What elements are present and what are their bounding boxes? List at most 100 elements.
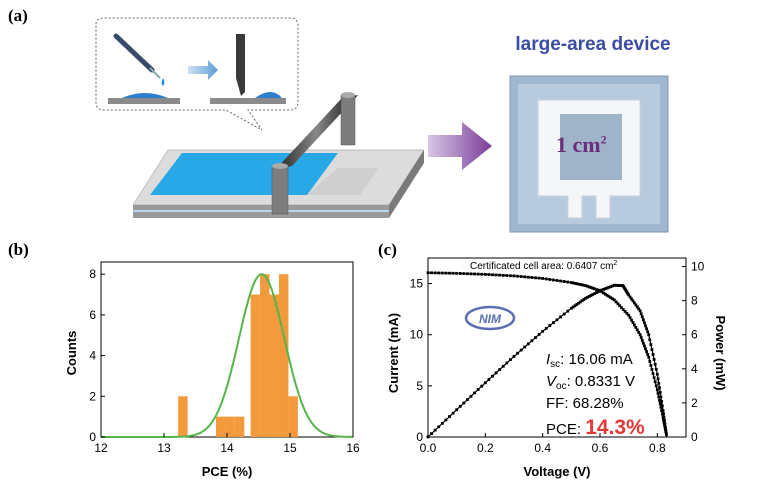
current-point	[635, 328, 639, 332]
current-point	[652, 376, 656, 380]
isc-stat: Isc: 16.06 mA	[546, 351, 633, 370]
power-point	[462, 401, 466, 405]
power-point	[593, 292, 597, 295]
current-point	[559, 279, 562, 283]
power-point	[440, 421, 444, 425]
power-point	[645, 327, 648, 331]
current-point	[466, 272, 469, 276]
histogram-bar	[260, 274, 270, 437]
power-point	[609, 285, 613, 289]
power-point	[662, 412, 665, 416]
power-point	[571, 305, 575, 309]
y-tick-label: 0	[89, 430, 96, 444]
current-point	[552, 278, 555, 282]
power-point	[652, 358, 656, 361]
current-point	[440, 271, 444, 275]
pce-value: 14.3%	[585, 416, 645, 439]
histogram-bar	[288, 396, 298, 437]
power-point	[448, 415, 451, 418]
power-point	[433, 428, 437, 432]
svg-text:NIM: NIM	[479, 312, 502, 326]
power-point	[662, 415, 666, 419]
x-tick-label: 0.0	[420, 441, 437, 455]
power-point	[605, 286, 609, 290]
current-point	[623, 310, 627, 313]
pce-stat: PCE: 14.3%	[546, 416, 645, 439]
power-point	[647, 333, 651, 337]
power-point	[603, 287, 607, 291]
current-point	[639, 336, 643, 339]
current-point	[534, 276, 537, 280]
power-point	[586, 295, 589, 299]
dropper-icon	[113, 33, 165, 86]
device-title: large-area device	[488, 34, 698, 56]
power-point	[458, 404, 462, 408]
current-point	[584, 284, 588, 288]
current-point	[451, 271, 455, 275]
current-point	[566, 280, 570, 284]
x-tick-label: 12	[94, 441, 108, 455]
power-point	[663, 418, 666, 422]
power-point	[587, 294, 591, 298]
current-point	[448, 271, 451, 275]
current-point	[530, 276, 534, 279]
hist-xlabel: PCE (%)	[202, 464, 253, 479]
power-point	[444, 418, 448, 422]
current-point	[653, 380, 657, 384]
power-point	[512, 354, 516, 358]
iv-plot-frame	[427, 257, 687, 438]
current-point	[621, 308, 625, 311]
power-point	[577, 301, 580, 305]
current-point	[602, 291, 605, 295]
current-point	[544, 277, 548, 281]
power-point	[591, 293, 595, 296]
current-point	[612, 298, 616, 302]
isc-label: I	[546, 351, 550, 368]
voc-sub: oc	[556, 381, 567, 392]
power-point	[596, 290, 600, 294]
current-point	[627, 313, 631, 317]
y-tick-label: 2	[89, 389, 96, 403]
power-point	[637, 307, 641, 311]
current-point	[483, 272, 487, 276]
power-point	[466, 398, 469, 402]
histogram-bar	[234, 416, 245, 437]
current-point	[509, 274, 512, 278]
current-point	[646, 353, 650, 356]
panel-a-schematic	[95, 17, 669, 233]
power-point	[555, 318, 559, 322]
power-point	[602, 287, 605, 291]
x-tick-label: 0.2	[477, 441, 494, 455]
process-arrow-icon	[188, 60, 218, 80]
current-point	[555, 279, 559, 282]
power-point	[640, 315, 644, 319]
current-point	[631, 321, 635, 324]
power-point	[526, 342, 530, 346]
power-point	[664, 425, 667, 429]
current-point	[658, 402, 662, 406]
current-point	[512, 274, 516, 278]
current-point	[586, 284, 589, 288]
current-point	[643, 344, 646, 348]
blade-coater	[132, 92, 425, 218]
hist-plot-frame	[100, 261, 354, 438]
power-point	[534, 336, 537, 339]
current-point	[654, 384, 658, 388]
power-point	[491, 374, 494, 378]
power-point	[595, 291, 598, 295]
substrate-left	[108, 98, 180, 104]
y2-tick-label: 0	[691, 430, 698, 444]
blade-icon	[236, 34, 245, 78]
current-point	[578, 283, 582, 286]
current-point	[640, 338, 644, 342]
y-tick-label: 0	[416, 430, 423, 444]
current-point	[658, 398, 661, 402]
iv-ylabel: Current (mA)	[386, 313, 401, 393]
voc-stat: Voc: 0.8331 V	[546, 373, 635, 392]
power-point	[559, 315, 562, 319]
current-point	[650, 368, 654, 371]
power-point	[657, 381, 661, 385]
power-point	[437, 425, 441, 429]
power-point	[566, 309, 570, 313]
